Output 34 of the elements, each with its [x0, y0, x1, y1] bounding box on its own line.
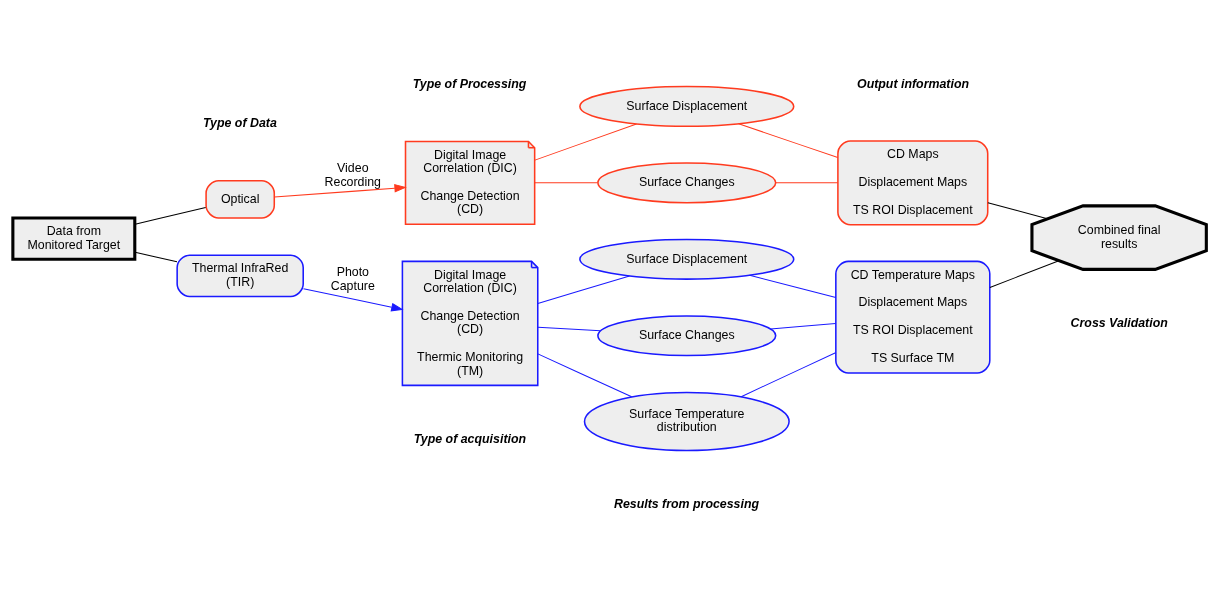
connector — [989, 260, 1060, 289]
node-ellipse: Surface Changes — [597, 162, 777, 204]
connector — [134, 206, 207, 225]
connector — [770, 323, 837, 330]
connector — [537, 353, 633, 398]
node-box: CD Maps Displacement Maps TS ROI Displacement — [837, 140, 989, 226]
node-box: Thermal InfraRed (TIR) — [176, 254, 304, 298]
node-ellipse: Surface Displacement — [579, 238, 795, 280]
label: Cross Validation — [1070, 315, 1168, 330]
connector — [534, 182, 599, 184]
node-ellipse: Surface Temperature distribution — [583, 391, 790, 452]
label: Type of acquisition — [413, 432, 527, 447]
connector — [534, 123, 637, 161]
label: Type of Data — [202, 116, 277, 131]
connector — [775, 182, 839, 184]
connector — [749, 274, 837, 299]
node-ellipse: Surface Displacement — [579, 85, 795, 127]
connector — [987, 202, 1048, 220]
label: Results from processing — [613, 497, 760, 512]
arrow — [273, 183, 407, 198]
node-box: Optical — [205, 180, 276, 219]
label: Type of Processing — [412, 76, 527, 91]
connector — [134, 251, 178, 263]
connector — [740, 352, 837, 398]
edge-label: Photo Capture — [330, 265, 375, 293]
connector — [537, 275, 631, 304]
connector — [537, 326, 601, 332]
arrow — [302, 288, 404, 312]
node-box: Data from Monitored Target — [11, 216, 137, 261]
label: Output information — [857, 76, 970, 91]
node-box: CD Temperature Maps Displacement Maps TS ROI Displacement TS Surface TM — [835, 260, 991, 374]
connector — [738, 123, 839, 159]
node-ellipse: Surface Changes — [597, 315, 777, 357]
edge-label: Video Recording — [324, 161, 382, 189]
